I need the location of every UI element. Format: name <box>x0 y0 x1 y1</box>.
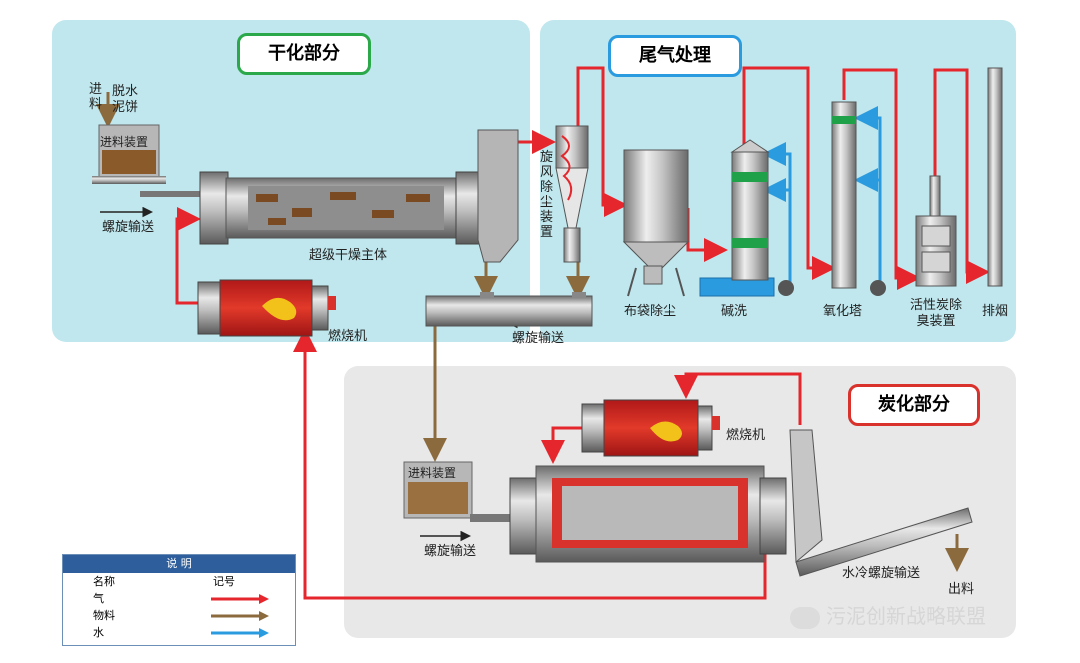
watermark: 污泥创新战略联盟 <box>790 600 986 629</box>
legend-col-name: 名称 <box>93 575 115 588</box>
section-title-exhaust: 尾气处理 <box>608 35 742 77</box>
gas-line-burner-to-dryer <box>175 207 201 305</box>
label-super-dryer: 超级干燥主体 <box>309 248 388 263</box>
label-feeder-bottom: 进料装置 <box>408 466 457 480</box>
label-alkali-wash: 碱洗 <box>721 304 748 319</box>
label-bag-filter: 布袋除尘 <box>624 304 677 319</box>
legend: 说 明 名称 记号 气 物料 水 <box>62 554 296 646</box>
alkali-tower <box>699 139 794 297</box>
cyclone <box>555 125 589 263</box>
activated-carbon-unit <box>915 175 957 287</box>
water-cooled-screw <box>795 507 973 577</box>
dryer-outlet-hopper <box>477 129 519 263</box>
gas-line-kiln-to-burner1 <box>293 328 767 600</box>
label-discharge: 出料 <box>948 582 975 597</box>
gas-line-bag-to-alkali <box>686 208 728 262</box>
legend-row-water: 水 <box>63 624 295 641</box>
water-line-alkali2 <box>762 142 792 190</box>
legend-material-arrow-icon <box>211 611 269 621</box>
wechat-icon <box>790 606 820 629</box>
stack <box>987 67 1003 287</box>
screw-top <box>140 191 202 197</box>
legend-name-material: 物料 <box>93 609 115 622</box>
label-oxidation-tower: 氧化塔 <box>823 304 863 319</box>
screw-bottom <box>470 514 520 522</box>
label-feeder-top: 进料装置 <box>100 135 149 149</box>
legend-gas-arrow-icon <box>211 594 269 604</box>
label-burner-bottom: 燃烧机 <box>726 428 766 443</box>
water-lines <box>762 106 882 288</box>
legend-name-water: 水 <box>93 626 104 639</box>
label-water-cooled-screw: 水冷螺旋输送 <box>842 566 921 581</box>
section-title-drying: 干化部分 <box>237 33 371 75</box>
screw-conveyor-mid <box>425 292 593 327</box>
bag-filter <box>622 149 690 297</box>
watermark-text: 污泥创新战略联盟 <box>826 604 986 628</box>
section-title-carbonization: 炭化部分 <box>848 384 980 426</box>
label-activated-carbon: 活性炭除臭装置 <box>909 298 962 329</box>
label-burner-top: 燃烧机 <box>328 329 368 344</box>
label-feed-in: 进料 <box>89 82 103 112</box>
label-dewatered-cake: 脱水泥饼 <box>112 84 139 115</box>
label-screw-mid: 螺旋输送 <box>512 331 565 346</box>
dryer-drum <box>199 171 483 245</box>
oxidation-tower <box>831 101 886 296</box>
legend-row-material: 物料 <box>63 607 295 624</box>
legend-water-arrow-icon <box>211 628 269 638</box>
legend-header-row: 名称 记号 <box>63 573 295 590</box>
water-line-oxid <box>854 106 882 286</box>
gas-line-burner2-to-kiln <box>541 426 585 464</box>
burner-top <box>197 279 336 337</box>
carbonization-kiln <box>509 465 787 563</box>
feeder-bottom <box>403 461 473 519</box>
legend-name-gas: 气 <box>93 592 104 605</box>
label-screw-top: 螺旋输送 <box>102 220 155 235</box>
gas-line-oxid-to-carbon <box>842 68 921 290</box>
feeder-top <box>92 124 166 184</box>
legend-col-symbol: 记号 <box>213 575 235 588</box>
burner-bottom <box>581 399 720 457</box>
kiln-outlet-hopper <box>789 429 823 564</box>
legend-row-gas: 气 <box>63 590 295 607</box>
water-line-alkali <box>762 178 792 288</box>
label-cyclone: 旋风除尘装置 <box>540 150 554 240</box>
material-lines <box>96 92 969 572</box>
label-screw-bottom: 螺旋输送 <box>424 544 477 559</box>
gas-line-alkali-to-oxid <box>742 66 836 280</box>
gas-line-carbon-return <box>674 372 802 425</box>
gas-line-carbon-to-stack <box>933 68 990 284</box>
label-stack: 排烟 <box>982 304 1009 319</box>
legend-title: 说 明 <box>63 555 295 573</box>
